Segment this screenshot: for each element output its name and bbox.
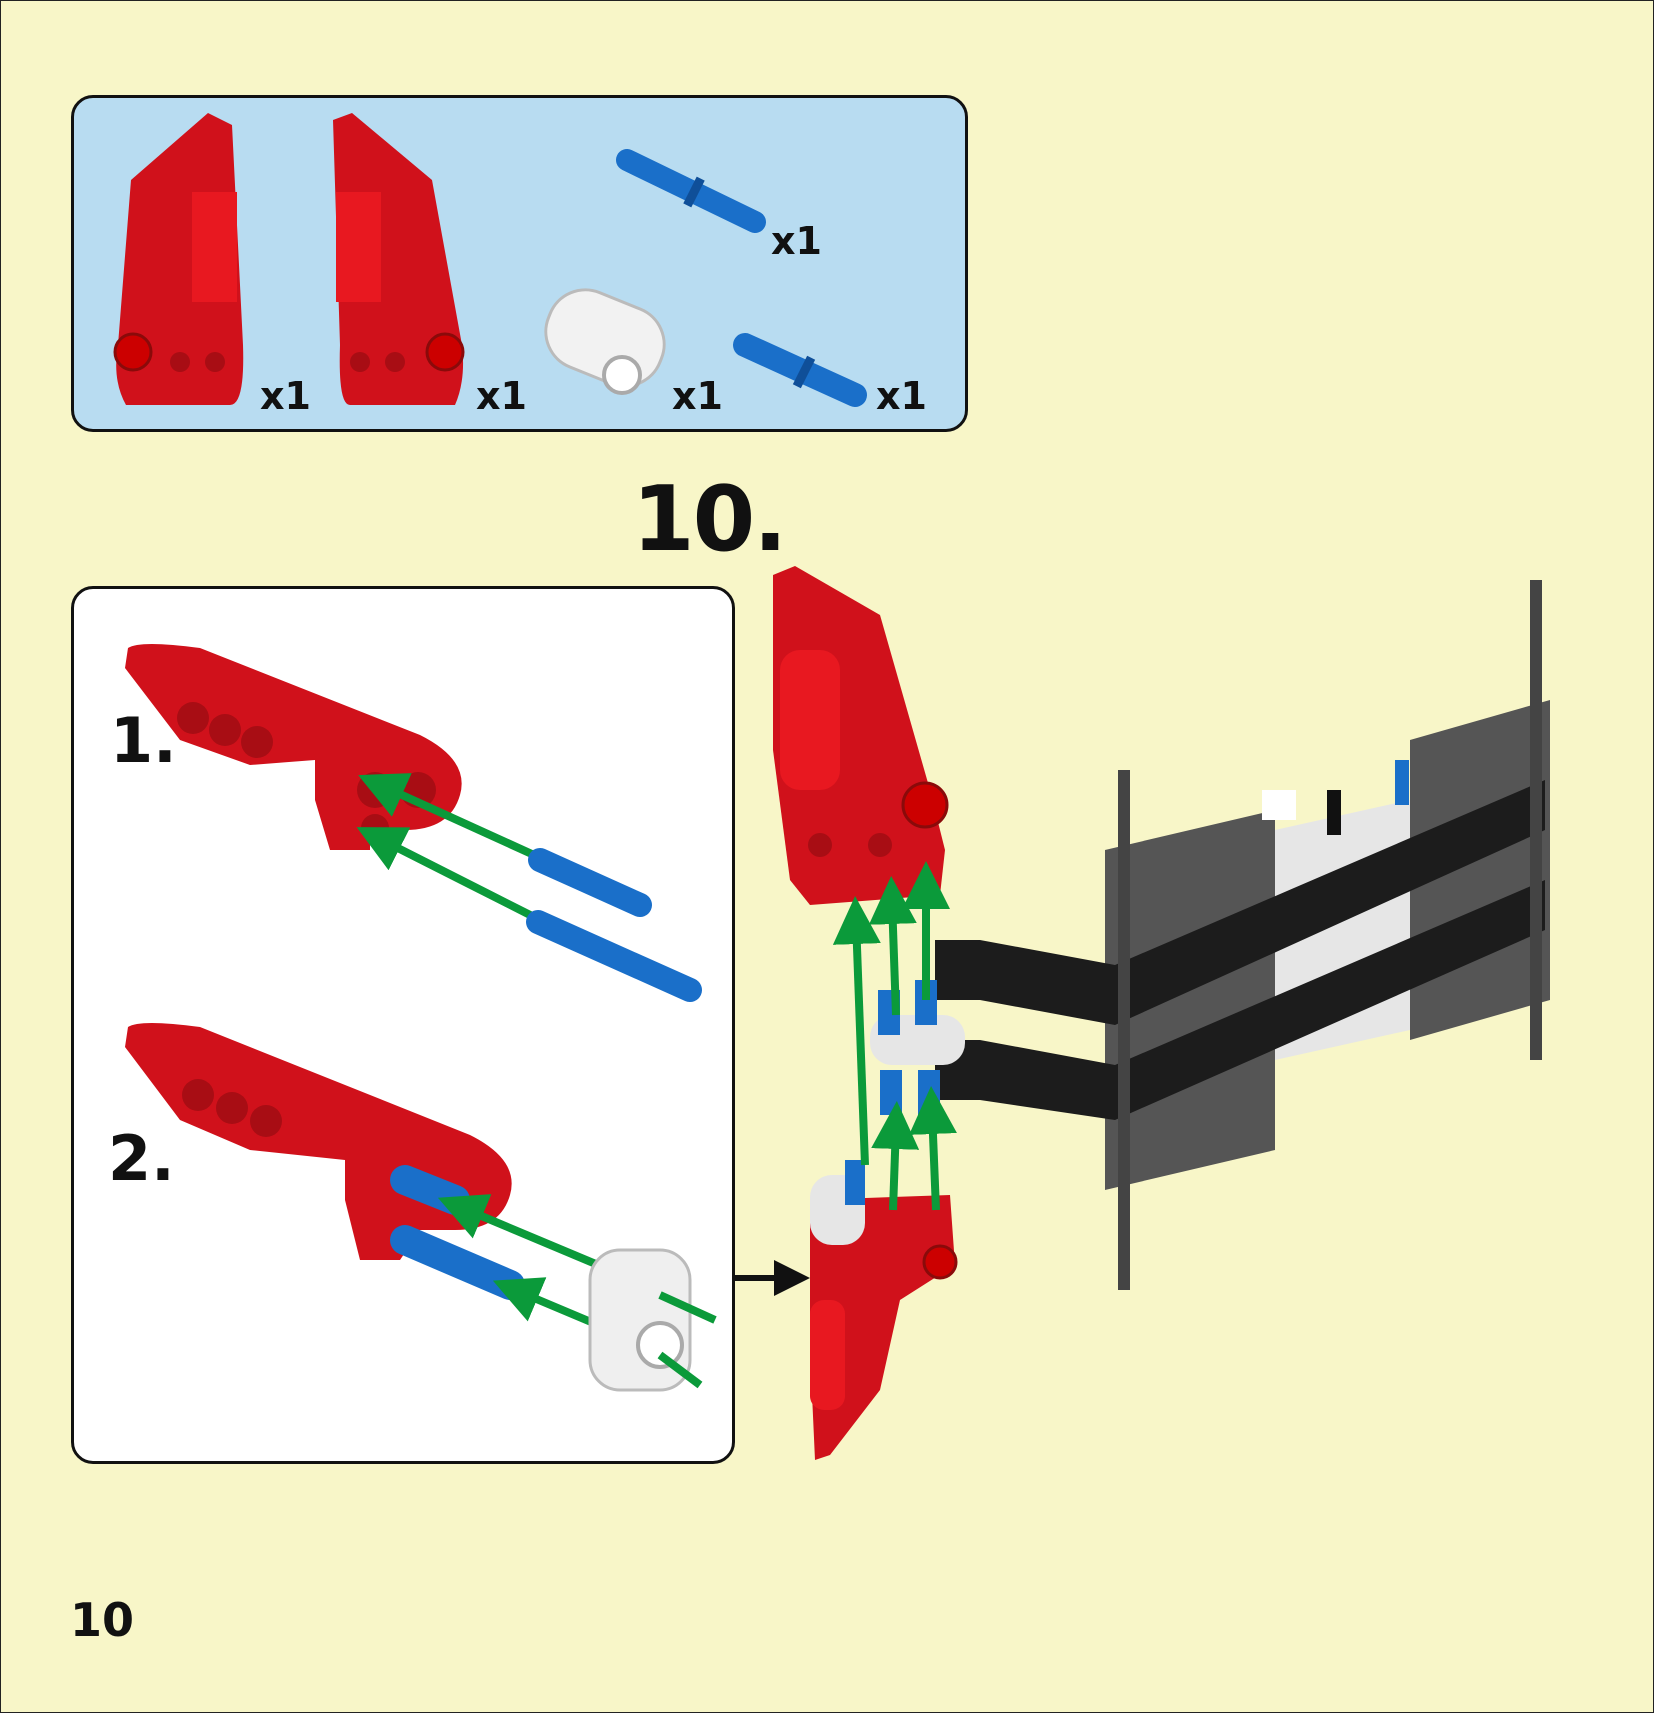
red-panel-right-icon — [333, 113, 465, 405]
substep-2-label: 2. — [108, 1122, 175, 1195]
substep1-illustration — [125, 644, 702, 1002]
red-panel-left-icon — [113, 113, 244, 405]
page-number: 10 — [70, 1593, 135, 1647]
substep-1-label: 1. — [110, 704, 177, 777]
blue-pin-icon — [733, 333, 867, 407]
step-number: 10. — [632, 467, 787, 572]
qty-red-panel-right: x1 — [476, 374, 527, 418]
substep2-illustration — [125, 1023, 717, 1392]
blue-pin-long-icon — [616, 149, 766, 233]
qty-blue-pin-long: x1 — [771, 219, 822, 263]
qty-red-panel-left: x1 — [260, 374, 311, 418]
main-assembly-illustration — [773, 566, 1550, 1460]
qty-blue-pin: x1 — [876, 374, 927, 418]
white-connector-icon — [544, 288, 666, 395]
qty-white-connector: x1 — [672, 374, 723, 418]
